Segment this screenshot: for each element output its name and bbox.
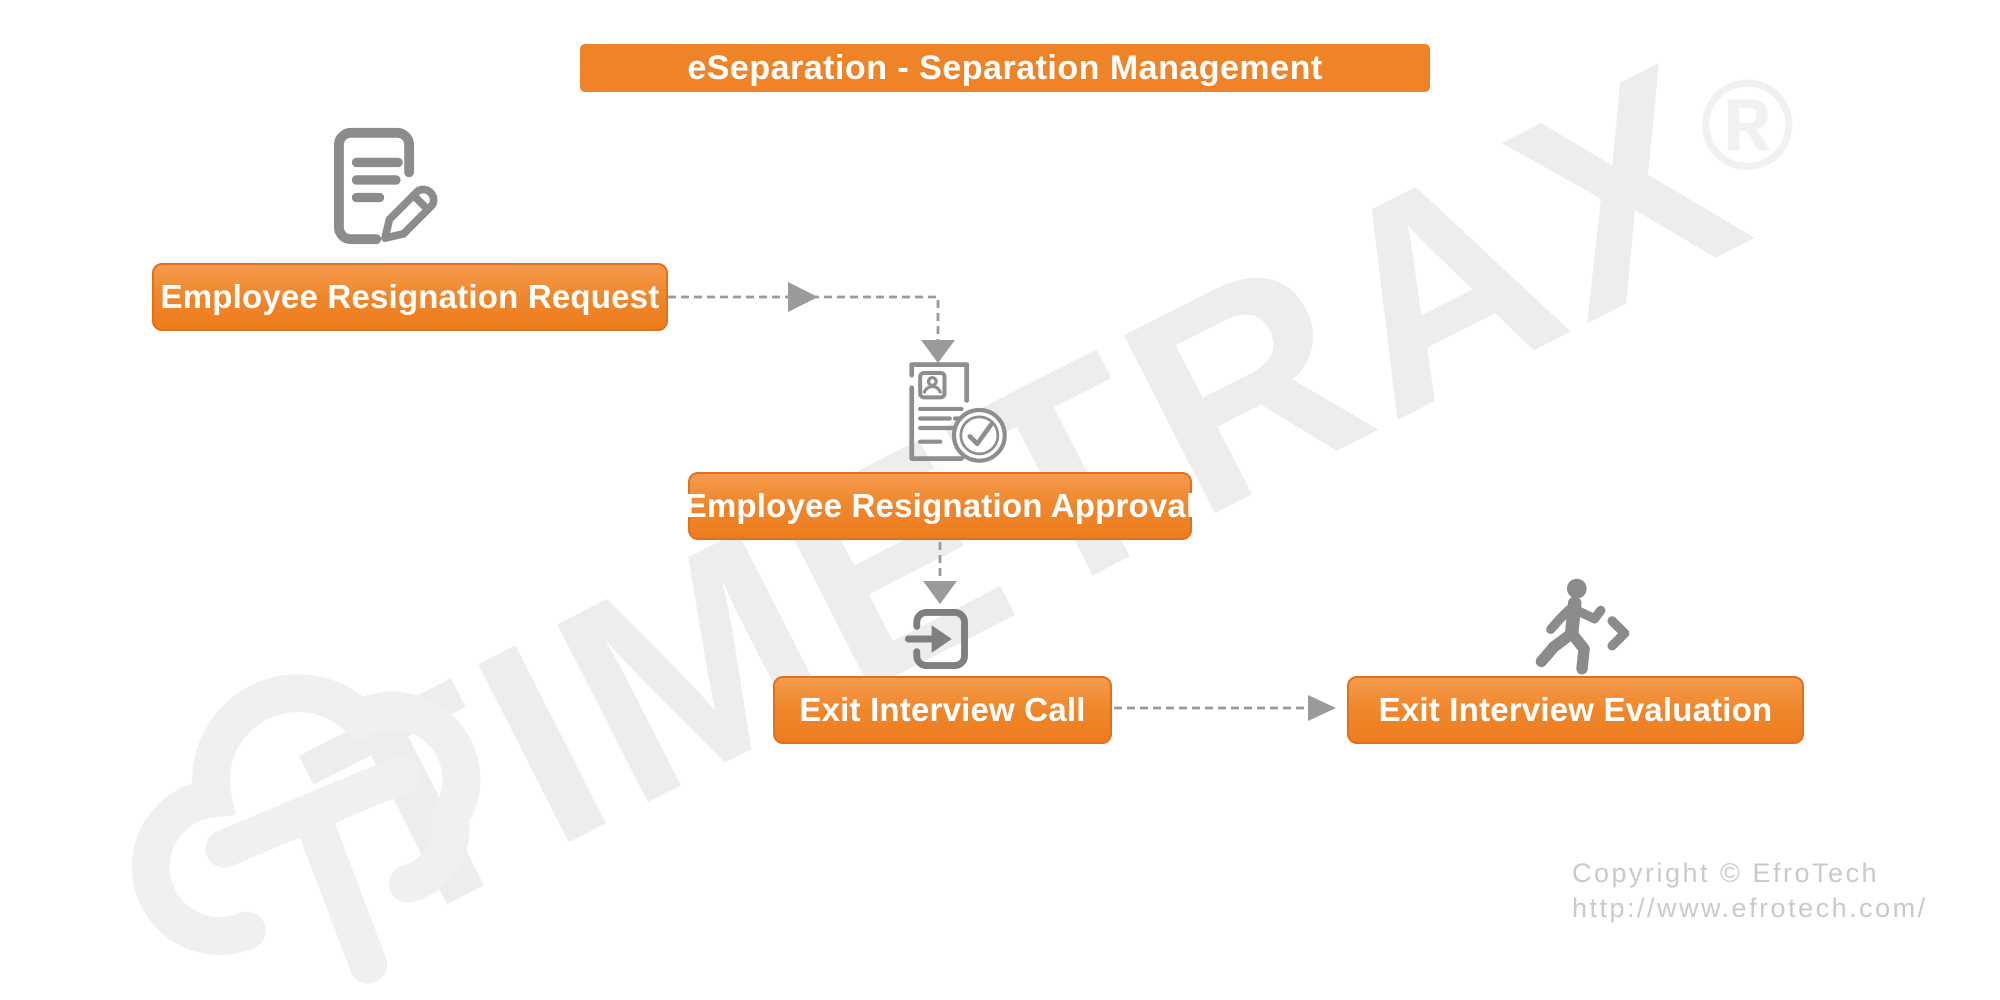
copyright-line: Copyright © EfroTech [1572, 858, 1880, 888]
registered-trademark-icon: ® [1700, 54, 1795, 197]
cloud-t-logo-icon [131, 674, 481, 984]
page-title: eSeparation - Separation Management [580, 44, 1430, 92]
flow-node-exit-interview-evaluation: Exit Interview Evaluation [1347, 676, 1804, 744]
flow-node-label: Employee Resignation Request [160, 278, 660, 315]
flow-node-label: Exit Interview Call [799, 691, 1086, 728]
copyright-url: http://www.efrotech.com/ [1572, 893, 1928, 923]
copyright-block: Copyright © EfroTech http://www.efrotech… [1572, 856, 1928, 926]
flow-node-employee-resignation-approval: Employee Resignation Approval [685, 472, 1195, 540]
flow-node-label: Exit Interview Evaluation [1378, 691, 1773, 728]
resume-approved-icon [909, 362, 1007, 463]
exit-door-arrow-icon [904, 609, 968, 669]
flow-node-exit-interview-call: Exit Interview Call [773, 676, 1112, 744]
arrowhead-right-evaluation-icon [1308, 695, 1336, 721]
arrowhead-down-approval-icon [921, 340, 955, 363]
document-edit-icon [333, 127, 438, 245]
arrowhead-right-mid-icon [788, 282, 818, 312]
flow-node-label: Employee Resignation Approval [684, 487, 1196, 524]
walking-person-icon [1535, 578, 1630, 675]
arrowhead-down-call-icon [923, 581, 957, 604]
flow-node-employee-resignation-request: Employee Resignation Request [152, 263, 668, 331]
